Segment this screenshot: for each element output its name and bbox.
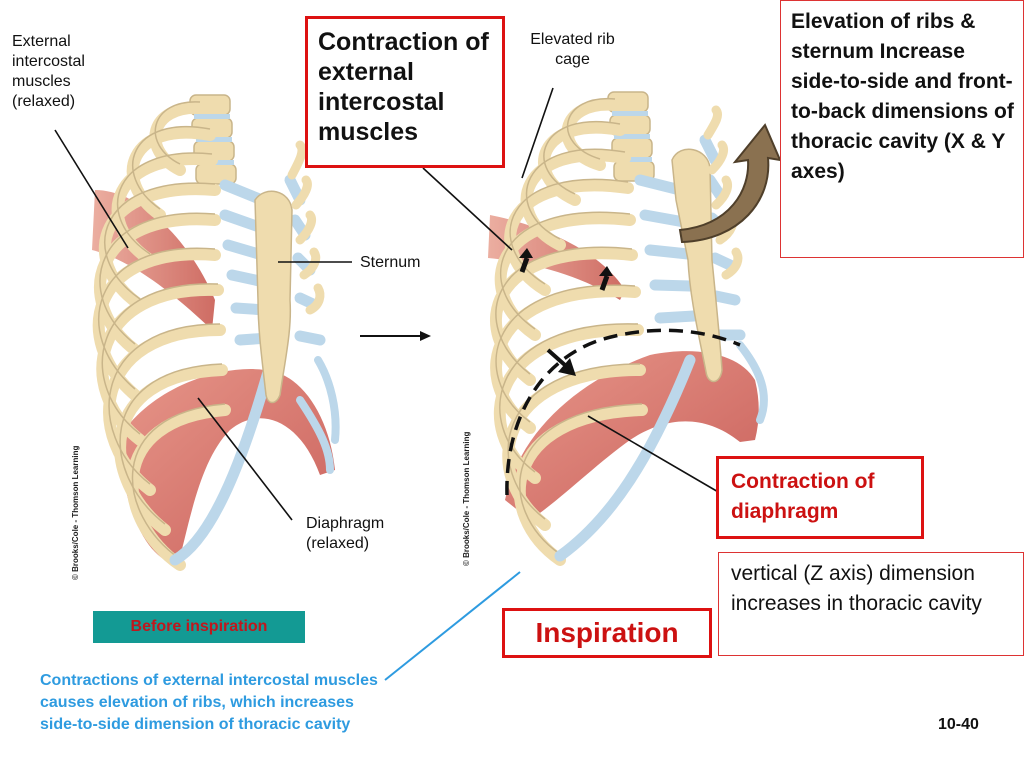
box-contraction-external-intercostal: Contraction of external intercostal musc… <box>305 16 505 168</box>
leader-blue-note <box>384 571 521 681</box>
label-blue-note: Contractions of external intercostal mus… <box>40 672 378 733</box>
box-inspiration: Inspiration <box>502 608 712 658</box>
credit-right: © Brooks/Cole - Thomson Learning <box>462 431 471 566</box>
right-diaphragm <box>505 351 759 520</box>
leader-contraction-intercostal <box>422 167 513 251</box>
left-sternum <box>254 190 293 404</box>
transition-arrow <box>360 331 431 341</box>
diaphragm-down-arrow <box>546 348 576 376</box>
box-contraction-diaphragm: Contraction of diaphragm <box>716 456 924 539</box>
label-sternum: Sternum <box>360 254 421 271</box>
label-elevated-rib-cage: Elevated rib cage <box>530 31 615 68</box>
rib-elevation-arrows <box>519 248 613 291</box>
label-elevation-info: Elevation of ribs & sternum Increase sid… <box>791 10 1014 183</box>
left-rib-cage <box>92 94 340 571</box>
right-sternum <box>671 148 723 383</box>
leader-contraction-diaphragm <box>587 415 721 494</box>
leader-diaphragm <box>197 397 293 521</box>
label-contraction-diaphragm: Contraction of diaphragm <box>731 470 875 523</box>
box-elevation-info: Elevation of ribs & sternum Increase sid… <box>780 0 1024 258</box>
right-rib-cage <box>488 91 768 566</box>
label-external-intercostal-relaxed: External intercostal muscles (relaxed) <box>12 33 85 110</box>
label-vertical-info: vertical (Z axis) dimension increases in… <box>731 562 982 615</box>
badge-before-inspiration: Before inspiration <box>93 611 305 643</box>
elevation-arrow <box>678 123 782 244</box>
diaphragm-dome-outline <box>505 328 741 496</box>
leader-elevated-rib-cage <box>521 87 554 179</box>
label-inspiration: Inspiration <box>535 617 679 648</box>
label-diaphragm-relaxed: Diaphragm (relaxed) <box>306 515 385 552</box>
leader-external-intercostal <box>54 129 129 249</box>
label-contraction-external-intercostal: Contraction of external intercostal musc… <box>318 28 489 146</box>
credit-left: © Brooks/Cole - Thomson Learning <box>71 445 80 580</box>
slide-number: 10-40 <box>938 716 979 733</box>
box-vertical-info: vertical (Z axis) dimension increases in… <box>718 552 1024 656</box>
